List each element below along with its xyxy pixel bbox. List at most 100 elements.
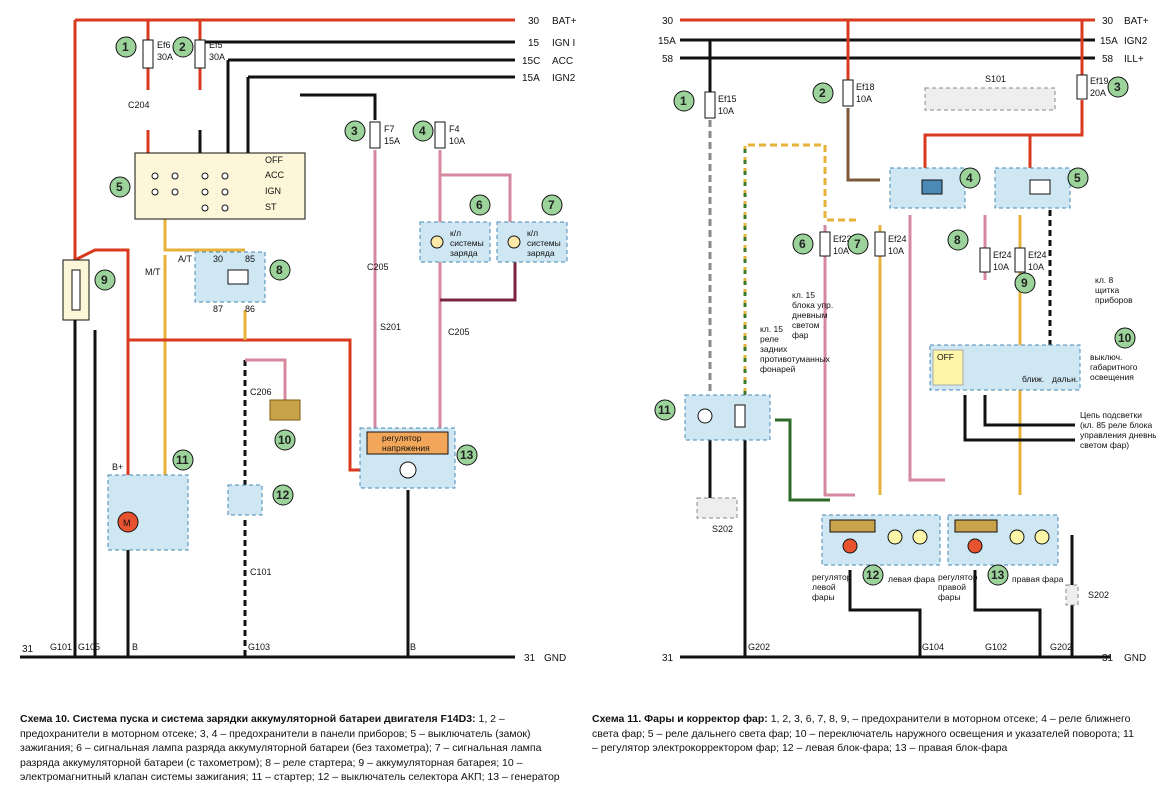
note-dashboard: кл. 8 щитка приборов: [1095, 275, 1133, 305]
marker-6: 6: [469, 194, 491, 216]
connector-c101: C101: [250, 567, 272, 577]
marker-12: 12: [272, 484, 294, 506]
svg-text:правая фара: правая фара: [1012, 574, 1064, 584]
rail-acc-label: ACC: [552, 56, 573, 67]
marker-11-8: 8: [947, 229, 969, 251]
ground-g202-right: G202: [1050, 642, 1072, 652]
svg-text:Ef6: Ef6: [157, 40, 171, 50]
svg-text:12: 12: [276, 488, 290, 502]
rail-gnd-label: GND: [544, 653, 566, 664]
svg-text:7: 7: [854, 237, 861, 251]
svg-text:30A: 30A: [209, 52, 225, 62]
note-rear-fog-relay: кл. 15 реле задних противотуманных фонар…: [760, 324, 831, 374]
svg-text:правой: правой: [938, 582, 966, 592]
svg-text:10A: 10A: [856, 94, 872, 104]
svg-text:4: 4: [419, 124, 426, 138]
svg-text:Ef19: Ef19: [1090, 76, 1109, 86]
marker-11-11: 11: [654, 399, 676, 421]
caption-scheme-11: Схема 11. Фары и корректор фар: 1, 2, 3,…: [592, 712, 1137, 756]
high-beam-relay: [994, 167, 1071, 209]
headlight-regulator: [684, 394, 771, 441]
label-at: A/T: [178, 254, 193, 264]
caption-11-body: 1, 2, 3, 6, 7, 8, 9, – предохранители в …: [592, 713, 1134, 754]
selector-switch: [227, 484, 263, 516]
svg-text:2: 2: [819, 86, 826, 100]
svg-text:кл. 8: кл. 8: [1095, 275, 1113, 285]
svg-text:светом фар): светом фар): [1080, 440, 1129, 450]
svg-text:F7: F7: [384, 124, 395, 134]
svg-text:10A: 10A: [718, 106, 734, 116]
marker-11-6: 6: [792, 233, 814, 255]
svg-text:10A: 10A: [993, 262, 1009, 272]
marker-11-5: 5: [1067, 167, 1089, 189]
fuse-ef24-a: Ef24 10A: [874, 231, 907, 257]
rail-15a-number: 15A: [522, 73, 540, 84]
svg-text:13: 13: [460, 448, 474, 462]
marker-3: 3: [344, 120, 366, 142]
svg-text:15A: 15A: [384, 136, 400, 146]
marker-2: 2: [172, 36, 194, 58]
marker-11-10: 10: [1114, 327, 1136, 349]
fuse-ef24-c: Ef24 10A: [1014, 247, 1047, 273]
svg-text:OFF: OFF: [265, 155, 283, 165]
svg-text:85: 85: [245, 254, 255, 264]
ignition-valve: [269, 399, 301, 421]
svg-text:S101: S101: [985, 74, 1006, 84]
rail-30-right: 30: [1102, 16, 1114, 27]
marker-11-3: 3: [1107, 76, 1129, 98]
svg-text:12: 12: [866, 568, 880, 582]
rail-15-number: 15: [528, 38, 540, 49]
rail-58-right: 58: [1102, 54, 1114, 65]
svg-text:кл. 15: кл. 15: [792, 290, 815, 300]
marker-11-4: 4: [959, 167, 981, 189]
rail-bat-label-11: BAT+: [1124, 16, 1149, 27]
svg-text:9: 9: [101, 273, 108, 287]
rail-58-left: 58: [662, 54, 674, 65]
ground-g103: G103: [248, 642, 270, 652]
svg-text:фары: фары: [938, 592, 961, 602]
svg-text:10A: 10A: [449, 136, 465, 146]
fuse-ef19: Ef19 20A: [1076, 74, 1109, 100]
low-beam-relay: [889, 167, 966, 209]
ground-b-2: B: [410, 642, 416, 652]
splice-s201: S201: [380, 322, 401, 332]
svg-text:регулятор: регулятор: [938, 572, 978, 582]
caption-11-title: Схема 11. Фары и корректор фар:: [592, 713, 768, 725]
svg-text:11: 11: [176, 453, 189, 467]
caption-10-title: Схема 10. Система пуска и система зарядк…: [20, 713, 476, 725]
svg-text:напряжения: напряжения: [382, 443, 430, 453]
marker-11-9: 9: [1014, 272, 1036, 294]
svg-text:Цепь подсветки: Цепь подсветки: [1080, 410, 1142, 420]
svg-text:к/л: к/л: [527, 228, 538, 238]
splice-s202-right: S202: [1065, 584, 1109, 606]
rails-scheme-11: [680, 18, 1110, 659]
svg-text:10A: 10A: [888, 246, 904, 256]
svg-text:ближ.: ближ.: [1022, 374, 1044, 384]
svg-text:левой: левой: [812, 582, 836, 592]
svg-text:регулятор: регулятор: [382, 433, 422, 443]
svg-text:выключ.: выключ.: [1090, 352, 1122, 362]
svg-text:S202: S202: [1088, 590, 1109, 600]
note-drl-block: кл. 15 блока упр. дневным светом фар: [792, 290, 833, 340]
marker-5: 5: [109, 176, 131, 198]
svg-text:Ef24: Ef24: [993, 250, 1012, 260]
svg-text:блока упр.: блока упр.: [792, 300, 833, 310]
fuse-ef5: Ef5 30A: [194, 39, 225, 69]
svg-text:реле: реле: [760, 334, 779, 344]
svg-text:10A: 10A: [833, 246, 849, 256]
svg-text:освещения: освещения: [1090, 372, 1134, 382]
connector-c205: C205: [367, 262, 389, 272]
rail-31-right-11: 31: [1102, 653, 1114, 664]
svg-text:9: 9: [1021, 276, 1028, 290]
marker-1: 1: [115, 36, 137, 58]
svg-text:задних: задних: [760, 344, 788, 354]
fuse-ef6: Ef6 30A: [142, 39, 173, 69]
note-backlight-circuit: Цепь подсветки (кл. 85 реле блока управл…: [1080, 410, 1156, 450]
marker-11-12: 12: [862, 564, 884, 586]
svg-text:10A: 10A: [1028, 262, 1044, 272]
rail-gnd-label-11: GND: [1124, 653, 1146, 664]
svg-text:левая фара: левая фара: [888, 574, 935, 584]
svg-text:Ef24: Ef24: [1028, 250, 1047, 260]
svg-text:6: 6: [799, 237, 806, 251]
svg-text:11: 11: [658, 403, 671, 417]
